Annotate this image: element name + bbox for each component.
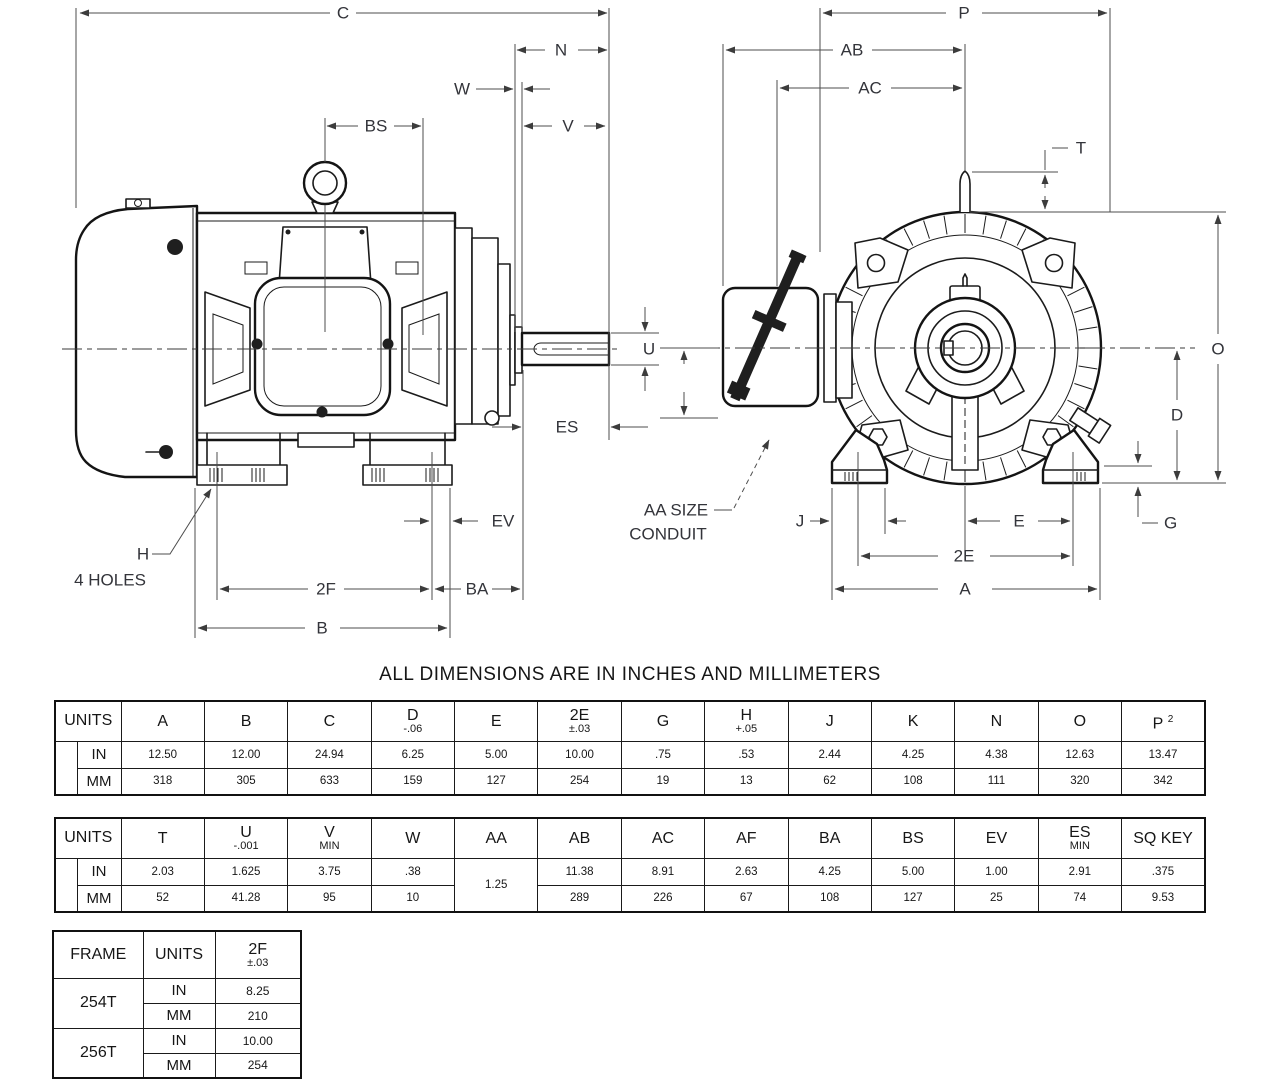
dim-2e: 2E [860,547,1071,566]
junction-box [253,276,392,417]
fan-cover [74,204,199,479]
svg-text:2F: 2F [316,580,336,599]
dim-p: P [822,4,1108,23]
svg-text:G: G [1164,514,1177,533]
dim-ev: EV [404,512,515,531]
table-row: 256T IN 10.00 [52,1027,302,1079]
svg-text:AB: AB [841,41,864,60]
row-label-in: IN [76,857,122,886]
motor-side-view [62,160,622,486]
svg-text:E: E [1013,512,1024,531]
grease-fitting [484,410,500,426]
svg-text:C: C [337,4,349,23]
units-header: UNITS [142,930,216,979]
dim-2f: 2F [219,580,430,599]
svg-text:T: T [1076,139,1086,158]
svg-text:H: H [137,545,149,564]
thermal-pin [959,170,971,213]
dim-w: W [454,80,550,99]
table-row: MM 254 [53,1052,302,1079]
svg-text:B: B [316,619,327,638]
cast-web-left [204,291,251,407]
dim-g: G [1134,441,1177,533]
units-header: UNITS [54,817,122,859]
lifting-ear [854,237,909,289]
foot-hatch [209,468,439,482]
cover-bolt [167,239,183,255]
row-label-mm: MM [76,884,122,913]
svg-text:2E: 2E [954,547,975,566]
svg-text:AA SIZE: AA SIZE [644,501,708,520]
svg-text:EV: EV [492,512,515,531]
dim-t: T [1041,139,1086,210]
dim-ac: AC [779,79,963,98]
lifting-ear [1021,237,1076,289]
row-label-in: IN [76,740,122,769]
dim-b: B [197,619,448,638]
drain-plug [1069,407,1112,444]
svg-text:BA: BA [466,580,489,599]
cast-web-right [401,291,448,407]
dim-u: U [641,307,655,391]
svg-text:U: U [643,340,655,359]
dim-c: C [79,4,608,23]
sheet-title: ALL DIMENSIONS ARE IN INCHES AND MILLIME… [379,664,881,685]
aa-merged-cell: 1.25 [453,857,539,913]
svg-text:O: O [1211,340,1224,359]
foot-hatch [844,472,1086,481]
dim-e: E [967,512,1071,531]
dim-ab: AB [725,41,963,60]
motor-end-view [700,170,1195,486]
svg-text:J: J [796,512,805,531]
cover-bolt [159,445,173,459]
row-label-mm: MM [76,767,122,796]
dimension-table-primary: UNITS A B C D-.06 E 2E±.03 G H+.05 J K N… [54,700,1206,796]
frame-256t: 256T [52,1027,144,1079]
dim-bs: BS [326,117,422,136]
dim-d: D [1171,350,1183,481]
units-header: UNITS [54,700,122,742]
svg-text:W: W [454,80,470,99]
dim-o: O [1211,214,1225,481]
dim-v: V [523,117,606,136]
table-row: 254T IN 8.25 [52,977,302,1029]
svg-text:A: A [959,580,971,599]
dim-h-holes: H 4 HOLES [74,488,212,590]
dim-j: J [796,512,906,531]
svg-text:N: N [555,41,567,60]
svg-text:ES: ES [556,418,579,437]
frame-254t: 254T [52,977,144,1029]
aa-conduit-callout: AA SIZE CONDUIT [629,439,770,544]
eyebolt [302,160,348,206]
svg-text:P: P [958,4,969,23]
engineering-drawing: C N W BS V U [62,4,1226,638]
svg-text:BS: BS [365,117,388,136]
dim-a: A [834,580,1098,599]
bearing-housing [471,237,499,425]
dim-es: ES [492,418,648,437]
frame-2f-table: FRAME UNITS 2F±.03 254T IN 8.25 MM 210 2… [52,930,302,1079]
end-bell-flange [454,227,473,425]
frame-header: FRAME [52,930,144,979]
hex-bolt [1042,428,1062,446]
svg-text:4 HOLES: 4 HOLES [74,571,146,590]
dimension-annotations: C N W BS V U [74,4,1226,638]
svg-text:CONDUIT: CONDUIT [629,525,706,544]
conduit-rod [726,249,807,402]
dim-ba: BA [434,580,521,599]
dim-n: N [516,41,608,60]
svg-text:V: V [562,117,574,136]
svg-text:AC: AC [858,79,882,98]
svg-text:D: D [1171,406,1183,425]
